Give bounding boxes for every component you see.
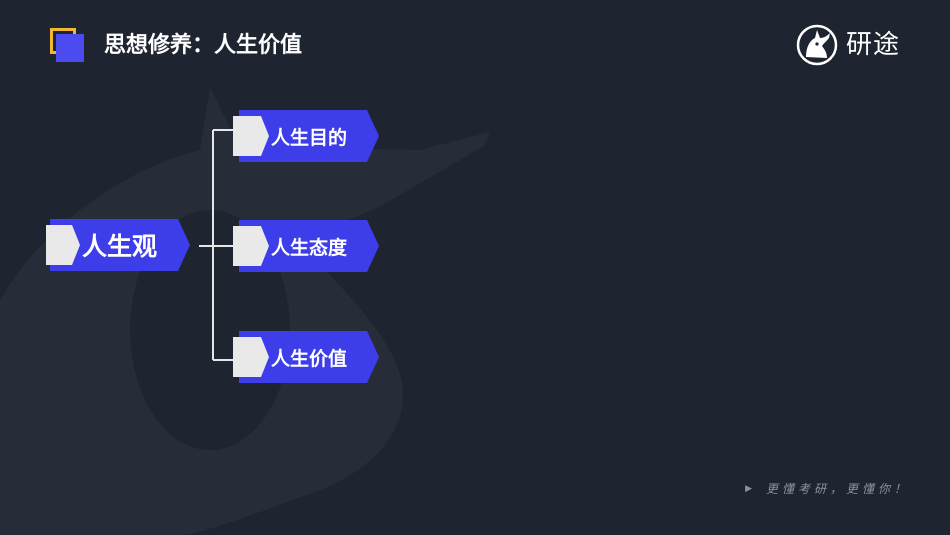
slogan-text: 更懂考研，更懂你！ xyxy=(765,482,910,496)
root-label: 人生观 xyxy=(82,232,158,261)
branch-node-shape xyxy=(233,220,379,272)
unicorn-logo-icon xyxy=(796,24,838,66)
play-icon: ▶ xyxy=(745,483,756,494)
brand-name: 研途 xyxy=(846,30,901,60)
mindmap-branch-purpose[interactable]: 人生目的 xyxy=(233,110,379,162)
root-node-shape xyxy=(46,219,190,271)
branch-label: 人生态度 xyxy=(271,236,348,259)
page-title: 思想修养：人生价值 xyxy=(104,33,303,58)
mindmap-branch-value[interactable]: 人生价值 xyxy=(233,331,379,383)
branch-node-shape xyxy=(233,331,379,383)
footer-slogan: ▶ 更懂考研，更懂你！ xyxy=(745,480,910,497)
mindmap-root-node[interactable]: 人生观 xyxy=(46,219,190,271)
brand: 研途 xyxy=(796,22,900,68)
branch-label: 人生价值 xyxy=(271,347,348,370)
mindmap-branch-attitude[interactable]: 人生态度 xyxy=(233,220,379,272)
branch-node-shape xyxy=(233,110,379,162)
branch-label: 人生目的 xyxy=(271,126,348,149)
title-marker-icon xyxy=(50,28,84,62)
